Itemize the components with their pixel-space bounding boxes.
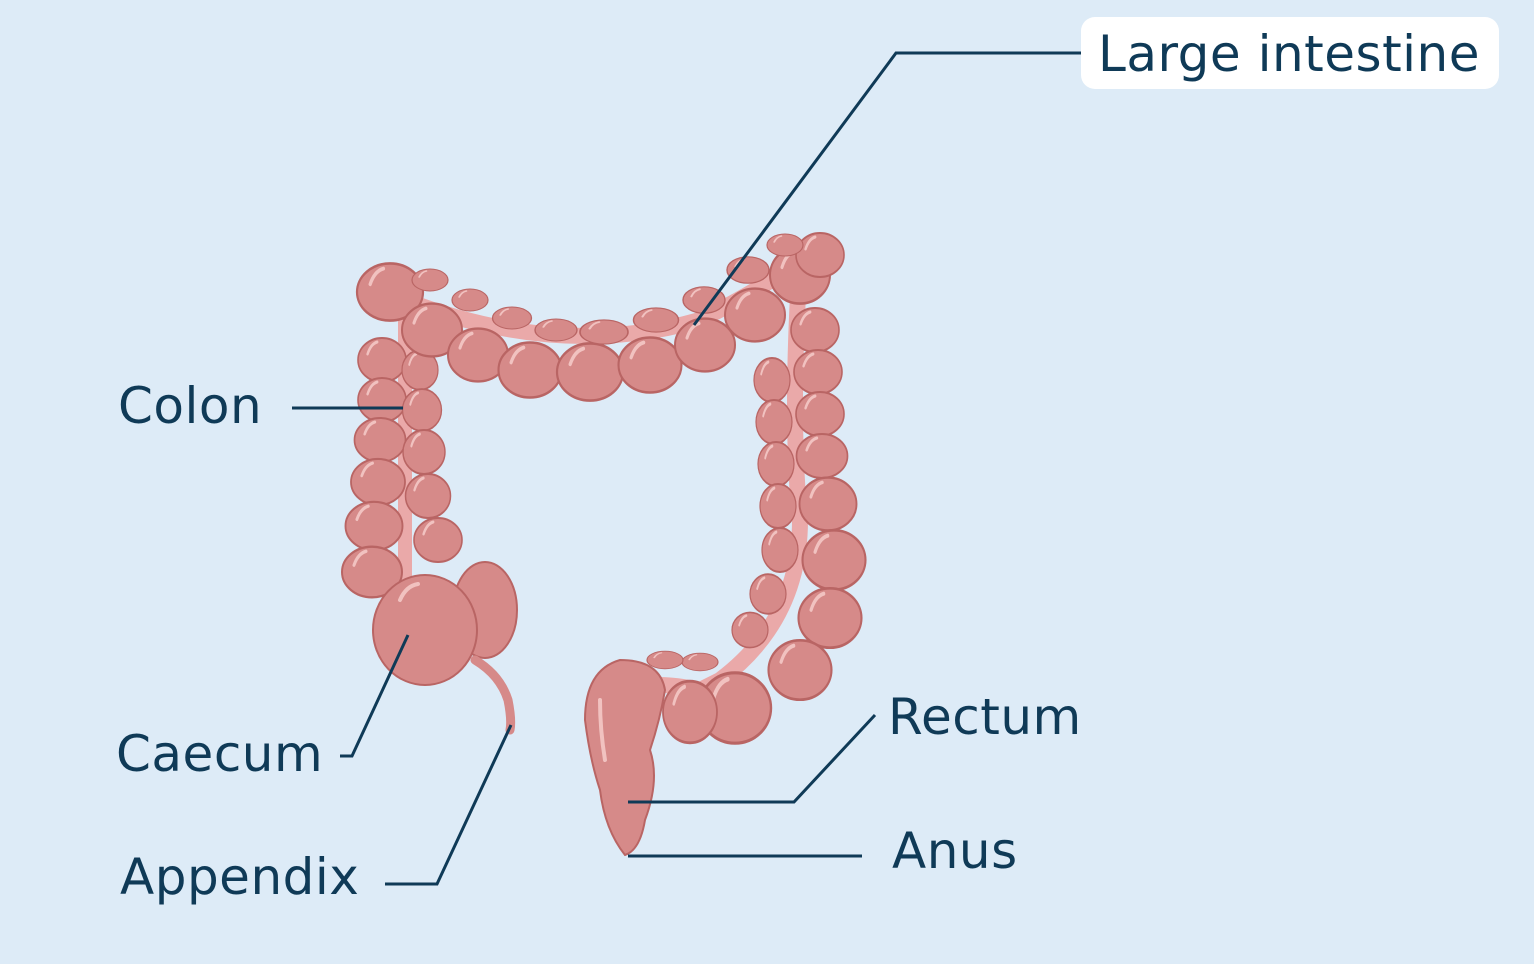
leader-lines	[292, 51, 1082, 886]
title-box	[1081, 17, 1499, 89]
label-large-intestine: Large intestine	[1098, 25, 1481, 83]
label-caecum: Caecum	[116, 725, 324, 783]
descending-colon	[730, 306, 866, 700]
sigmoid-rectum	[583, 650, 771, 857]
leader-line-rectum	[628, 713, 877, 804]
leader-line-caecum	[340, 634, 410, 758]
label-appendix: Appendix	[120, 848, 360, 906]
label-anus: Anus	[892, 822, 1018, 880]
leader-line-large-intestine	[692, 51, 1082, 326]
leader-line-appendix	[385, 724, 513, 886]
caecum	[372, 561, 518, 735]
label-rectum: Rectum	[888, 688, 1082, 746]
label-colon: Colon	[118, 377, 263, 435]
